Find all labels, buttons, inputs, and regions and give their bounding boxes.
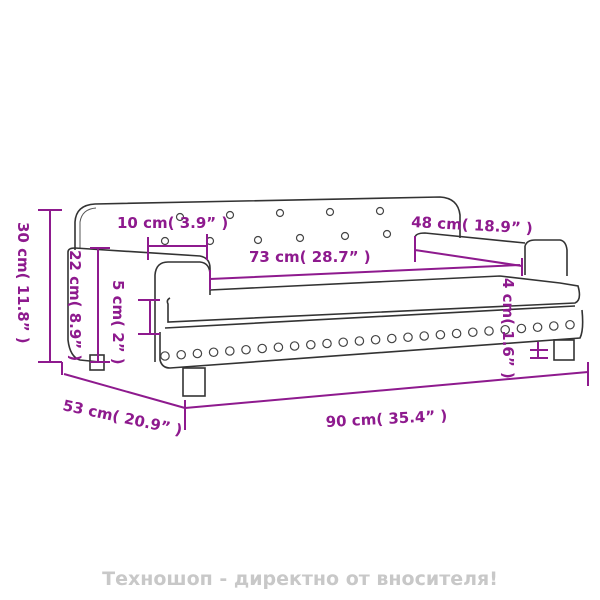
button-stud bbox=[354, 336, 365, 346]
button-stud bbox=[548, 321, 559, 331]
width-label: 90 cm( 35.4” ) bbox=[325, 407, 447, 431]
backrest bbox=[74, 196, 461, 250]
button-stud bbox=[435, 329, 446, 340]
button-stud bbox=[289, 341, 300, 351]
button-stud bbox=[451, 328, 462, 339]
backrest-inner bbox=[79, 207, 97, 248]
button-stud bbox=[382, 229, 392, 239]
button-stud bbox=[375, 206, 385, 216]
button-stud bbox=[160, 351, 170, 361]
dimension-lines bbox=[38, 209, 589, 430]
button-stud bbox=[370, 334, 381, 345]
total-height-label: 30 cm( 11.8” ) bbox=[14, 222, 32, 344]
button-stud bbox=[257, 343, 267, 354]
seat-front bbox=[159, 305, 584, 369]
arm-height-label: 22 cm( 8.9” ) bbox=[66, 250, 84, 361]
button-stud bbox=[386, 333, 397, 344]
button-stud bbox=[338, 337, 348, 348]
button-stud bbox=[225, 210, 235, 220]
button-stud bbox=[305, 339, 316, 350]
button-stud bbox=[176, 349, 186, 360]
leg-front-left bbox=[182, 367, 206, 397]
arm-width-label: 10 cm( 3.9” ) bbox=[117, 214, 228, 232]
button-stud bbox=[403, 332, 413, 343]
leg-height-label: 4 cm( 1.6” ) bbox=[499, 278, 517, 379]
leg-front-right bbox=[553, 339, 575, 361]
seat-width-label: 73 cm( 28.7” ) bbox=[249, 248, 371, 266]
button-stud bbox=[532, 322, 543, 333]
left-arm-front bbox=[154, 261, 211, 362]
button-stud bbox=[340, 231, 350, 241]
button-stud bbox=[325, 207, 335, 217]
button-stud bbox=[225, 346, 235, 356]
button-stud bbox=[484, 326, 494, 336]
button-stud bbox=[241, 344, 251, 355]
button-stud bbox=[273, 342, 284, 353]
cushion-thickness-label: 5 cm( 2” ) bbox=[109, 280, 127, 365]
button-stud bbox=[467, 327, 478, 338]
button-stud bbox=[322, 338, 332, 349]
tufting-buttons bbox=[160, 206, 575, 361]
button-stud bbox=[516, 323, 527, 334]
button-stud bbox=[275, 208, 285, 218]
button-stud bbox=[500, 324, 510, 335]
button-stud bbox=[160, 236, 170, 246]
button-stud bbox=[419, 331, 429, 341]
left-arm bbox=[67, 247, 211, 363]
button-stud bbox=[208, 347, 219, 358]
footer-watermark: Техношоп - директно от вносителя! bbox=[102, 568, 498, 590]
button-stud bbox=[175, 212, 185, 222]
button-stud bbox=[565, 319, 575, 330]
seat-cushion bbox=[166, 275, 581, 323]
button-stud bbox=[253, 235, 263, 245]
button-stud bbox=[192, 348, 203, 359]
button-stud bbox=[295, 233, 305, 243]
